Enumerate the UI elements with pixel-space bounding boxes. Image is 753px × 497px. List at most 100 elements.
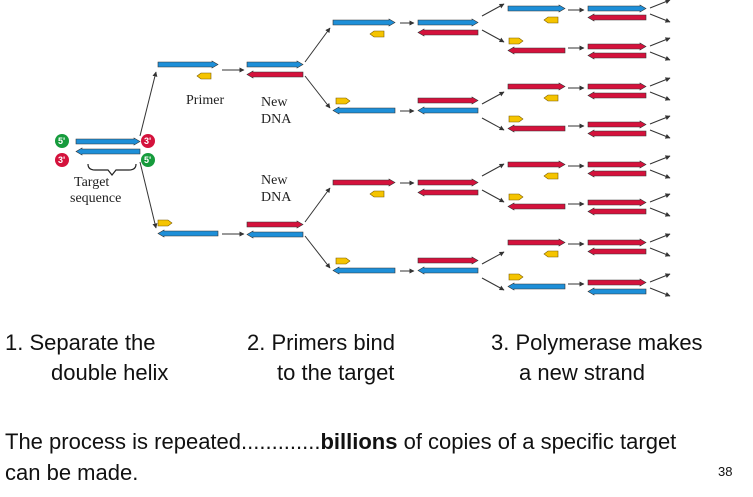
primer-75 — [543, 172, 559, 180]
template-strand-43 — [417, 266, 479, 275]
step-3-line2: a new strand — [519, 360, 645, 385]
svg-text:3': 3' — [58, 155, 65, 165]
process-arrow-65 — [649, 77, 671, 87]
template-strand-49 — [587, 4, 647, 13]
template-strand-29 — [417, 106, 479, 115]
new-strand-22 — [417, 28, 479, 37]
target-bracket — [87, 163, 137, 176]
process-arrow-59 — [649, 51, 671, 61]
primer-26 — [335, 97, 351, 105]
process-arrow-31 — [481, 117, 505, 131]
template-strand-1 — [75, 147, 141, 156]
step-1: 1. Separate the double helix — [5, 328, 168, 388]
new-strand-28 — [417, 96, 479, 105]
step-3-number: 3. — [491, 330, 510, 355]
process-arrow-16 — [304, 187, 331, 223]
primer-5 — [196, 72, 212, 80]
process-arrow-24 — [481, 29, 505, 43]
process-arrow-79 — [649, 155, 671, 165]
new-strand-78 — [587, 169, 647, 178]
process-arrow-80 — [649, 169, 671, 179]
template-strand-96 — [507, 282, 566, 291]
process-arrow-3 — [139, 161, 158, 229]
new-strand-35 — [417, 178, 479, 187]
new-strand-63 — [587, 82, 647, 91]
svg-text:3': 3' — [144, 136, 151, 146]
pcr-diagram: Primer New DNA New DNA Target sequence 5… — [55, 0, 671, 297]
primer-53 — [508, 37, 524, 45]
process-arrow-15 — [304, 75, 331, 109]
process-arrow-86 — [649, 193, 671, 203]
process-arrow-73 — [649, 129, 671, 139]
new-strand-11 — [246, 70, 304, 79]
new-strand-85 — [587, 207, 647, 216]
new-strand-42 — [417, 256, 479, 265]
template-strand-18 — [332, 18, 396, 27]
three-prime-end-bottom-left: 3' — [55, 153, 69, 167]
new-strand-71 — [587, 129, 647, 138]
primer-label: Primer — [186, 93, 224, 108]
new-strand-98 — [587, 278, 647, 287]
step-1-number: 1. — [5, 330, 24, 355]
new-strand-12 — [246, 220, 304, 229]
process-arrow-17 — [304, 235, 331, 269]
primer-7 — [157, 219, 173, 227]
step-2-line1: Primers bind — [271, 330, 395, 355]
new-strand-64 — [587, 91, 647, 100]
three-prime-end-top-right: 3' — [141, 134, 155, 148]
new-strand-70 — [587, 120, 647, 129]
process-arrow-23 — [481, 3, 505, 17]
new-dna-label-bottom-line2: DNA — [261, 190, 292, 205]
new-strand-56 — [587, 42, 647, 51]
process-arrow-66 — [649, 91, 671, 101]
process-arrow-87 — [649, 207, 671, 217]
new-strand-57 — [587, 51, 647, 60]
new-dna-label-top-line1: New — [261, 95, 288, 110]
new-strand-91 — [587, 238, 647, 247]
step-1-line2: double helix — [51, 360, 169, 385]
process-arrow-52 — [649, 13, 671, 23]
primer-67 — [508, 115, 524, 123]
process-arrow-51 — [649, 0, 671, 9]
process-arrow-45 — [481, 277, 505, 291]
process-arrow-38 — [481, 189, 505, 203]
new-strand-74 — [507, 160, 566, 169]
step-2-number: 2. — [247, 330, 266, 355]
step-3: 3. Polymerase makes a new strand — [491, 328, 703, 388]
process-arrow-37 — [481, 163, 505, 177]
target-label-line1: Target — [74, 175, 109, 190]
process-arrow-100 — [649, 273, 671, 283]
template-strand-10 — [246, 60, 304, 69]
template-strand-21 — [417, 18, 479, 27]
new-strand-82 — [507, 202, 566, 211]
step-1-line1: Separate the — [29, 330, 156, 355]
step-2-line2: to the target — [277, 360, 395, 385]
step-2: 2. Primers bind to the target — [247, 328, 395, 388]
new-strand-54 — [507, 46, 566, 55]
primer-61 — [543, 94, 559, 102]
new-dna-label-top-line2: DNA — [261, 112, 292, 127]
five-prime-end-bottom-right: 5' — [141, 153, 155, 167]
new-strand-84 — [587, 198, 647, 207]
new-strand-36 — [417, 188, 479, 197]
process-arrow-2 — [139, 71, 158, 137]
primer-47 — [543, 16, 559, 24]
template-strand-6 — [157, 229, 219, 238]
primer-89 — [543, 250, 559, 258]
new-strand-68 — [507, 124, 566, 133]
template-strand-13 — [246, 230, 304, 239]
process-arrow-44 — [481, 251, 505, 265]
primer-81 — [508, 193, 524, 201]
summary-before: The process is repeated............. — [5, 429, 321, 454]
template-strand-4 — [157, 60, 219, 69]
step-3-line1: Polymerase makes — [515, 330, 703, 355]
template-strand-0 — [75, 137, 141, 146]
template-strand-99 — [587, 287, 647, 296]
new-strand-77 — [587, 160, 647, 169]
page-number: 38 — [718, 464, 733, 479]
primer-33 — [369, 190, 385, 198]
process-arrow-14 — [304, 27, 331, 63]
svg-text:5': 5' — [144, 155, 151, 165]
five-prime-end-top-left: 5' — [55, 134, 69, 148]
new-strand-92 — [587, 247, 647, 256]
